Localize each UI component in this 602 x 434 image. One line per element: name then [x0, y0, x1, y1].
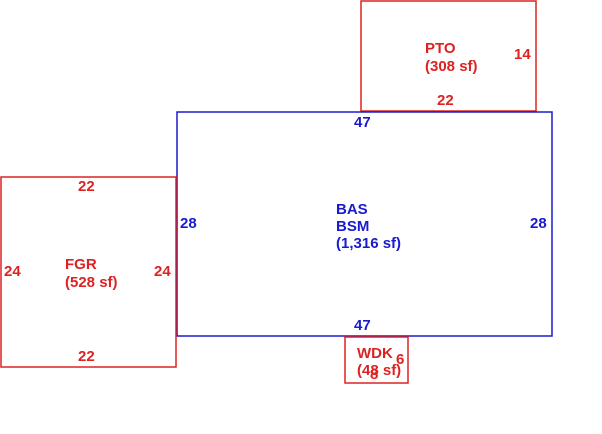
bas-dim-bottom: 47 — [354, 317, 371, 334]
bas-area: (1,316 sf) — [336, 235, 401, 252]
bas-dim-left: 28 — [180, 215, 197, 232]
fgr-dim-right: 24 — [154, 263, 171, 280]
wdk-area: (48 sf) — [357, 362, 401, 379]
wdk-code: WDK — [357, 345, 393, 362]
pto-dim-right: 14 — [514, 46, 531, 63]
fgr-dim-left: 24 — [4, 263, 21, 280]
wdk-outline — [344, 336, 409, 384]
pto-area: (308 sf) — [425, 58, 478, 75]
pto-outline — [360, 0, 537, 112]
wdk-dim-right: 6 — [396, 351, 404, 368]
fgr-dim-top: 22 — [78, 178, 95, 195]
bas-dim-right: 28 — [530, 215, 547, 232]
fgr-dim-bottom: 22 — [78, 348, 95, 365]
fgr-area: (528 sf) — [65, 274, 118, 291]
pto-dim-bottom: 22 — [437, 92, 454, 109]
wdk-dim-bottom: 8 — [370, 366, 378, 383]
fgr-outline — [0, 176, 177, 368]
bas-code: BAS — [336, 201, 368, 218]
bas-outline — [176, 111, 553, 337]
bsm-code: BSM — [336, 218, 369, 235]
fgr-code: FGR — [65, 256, 97, 273]
pto-code: PTO — [425, 40, 456, 57]
bas-dim-top: 47 — [354, 114, 371, 131]
